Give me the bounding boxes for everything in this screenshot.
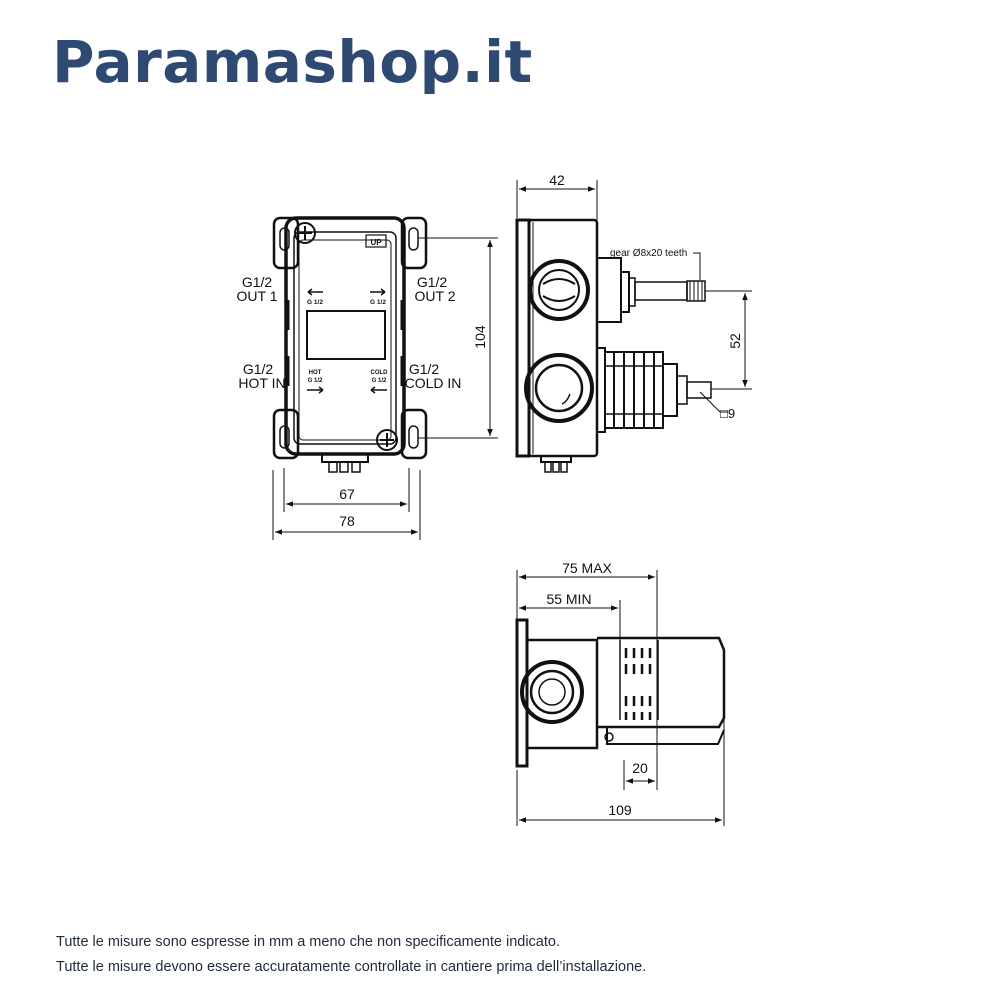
cold-in-size: G1/2 [409, 361, 440, 377]
up-badge [365, 234, 387, 248]
dim-20: 20 [632, 760, 648, 776]
dim-55-min: 55 MIN [546, 591, 591, 607]
hot-g12-label: G 1/2 [308, 378, 323, 384]
top-dimensions [516, 570, 725, 826]
screw-icon [376, 429, 398, 451]
g12-label: G 1/2 [307, 299, 323, 306]
cold-in-name: COLD IN [405, 375, 462, 391]
cold-label: COLD [371, 370, 389, 376]
dim-52: 52 [727, 333, 743, 349]
spindle [634, 281, 688, 301]
dim-75-max: 75 MAX [562, 560, 612, 576]
front-view [272, 216, 428, 473]
handle [597, 636, 726, 729]
top-view [515, 618, 726, 768]
footer-note-2: Tutte le misure devono essere accuratame… [56, 959, 647, 975]
footer-note-1: Tutte le misure sono espresse in mm a me… [56, 934, 560, 950]
out2-size: G1/2 [417, 274, 448, 290]
dim-42: 42 [549, 172, 565, 188]
gear-label: gear Ø8x20 teeth [610, 248, 687, 259]
square-spindle [686, 381, 712, 399]
hot-in-name: HOT IN [238, 375, 285, 391]
front-dimensions [272, 237, 498, 540]
front-window [306, 310, 386, 360]
front-ear-br [400, 408, 428, 460]
brand-logo: Paramashop.it [52, 28, 533, 96]
front-ear-tr [400, 216, 428, 270]
out1-size: G1/2 [242, 274, 273, 290]
cold-g12-label: G 1/2 [372, 378, 387, 384]
g12-label: G 1/2 [370, 299, 386, 306]
top-body [525, 638, 599, 750]
square-label: □9 [720, 406, 735, 421]
hot-label: HOT [309, 370, 322, 376]
screw-icon [294, 222, 316, 244]
side-view [515, 218, 712, 473]
out1-name: OUT 1 [237, 288, 278, 304]
up-label: UP [370, 238, 382, 247]
dim-78: 78 [339, 513, 355, 529]
front-body [284, 216, 406, 456]
dim-109: 109 [608, 802, 632, 818]
dim-67: 67 [339, 486, 355, 502]
hot-in-size: G1/2 [243, 361, 274, 377]
side-dimensions [516, 180, 752, 413]
dim-104: 104 [472, 325, 488, 349]
out2-name: OUT 2 [415, 288, 456, 304]
